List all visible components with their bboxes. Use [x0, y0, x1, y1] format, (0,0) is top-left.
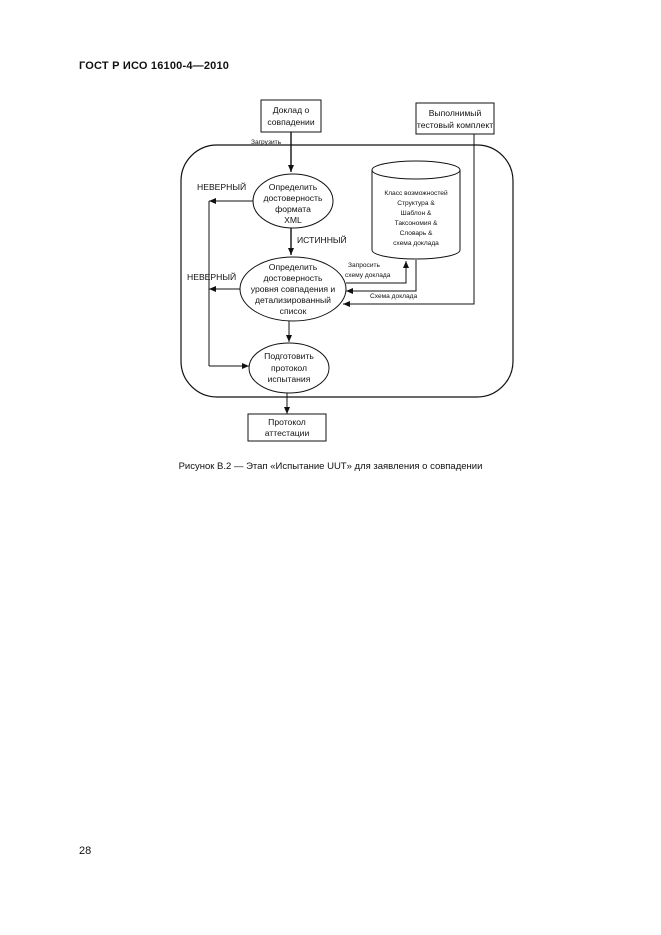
node-level-line-2: достоверность — [264, 273, 323, 283]
system-boundary — [180, 144, 514, 398]
page-number: 28 — [79, 845, 92, 857]
test-kit-line-2: тестовый комплект — [417, 120, 493, 130]
node-prepare-protocol — [248, 342, 330, 394]
node-xml-line-3: формата — [275, 204, 311, 214]
false-label-1: НЕВЕРНЫЙ — [197, 181, 246, 192]
node-protocol-line-2: протокол — [271, 363, 307, 373]
output-line-2: аттестации — [265, 428, 310, 438]
report-box-line-1: Доклад о — [273, 105, 310, 115]
figure-caption: Рисунок B.2 — Этап «Испытание UUT» для з… — [178, 461, 483, 472]
node-protocol-line-1: Подготовить — [264, 351, 314, 361]
request-schema-line-2: схему доклада — [345, 272, 391, 279]
test-kit-box — [415, 102, 495, 135]
node-protocol-line-3: испытания — [268, 374, 311, 384]
report-schema-label: Схема доклада — [370, 293, 418, 300]
false-label-2: НЕВЕРНЫЙ — [187, 271, 236, 282]
output-line-1: Протокол — [268, 417, 306, 427]
report-box-line-2: совпадении — [267, 117, 315, 127]
report-box — [260, 99, 322, 133]
load-label: Загрузить — [251, 139, 282, 146]
db-response-arrow — [346, 260, 417, 294]
db-line-5: Словарь & — [400, 230, 433, 237]
node-level-line-4: детализированный — [255, 295, 331, 305]
document-header: ГОСТ Р ИСО 16100-4—2010 — [79, 60, 230, 72]
db-line-6: схема доклада — [393, 240, 439, 247]
database-cylinder-top — [371, 160, 461, 180]
report-schema-arrow — [343, 134, 475, 307]
node-level-line-1: Определить — [269, 262, 318, 272]
node-xml-line-4: XML — [284, 215, 302, 225]
node-level-line-3: уровня совпадения и — [251, 284, 336, 294]
db-line-3: Шаблон & — [401, 209, 432, 217]
request-schema-arrow — [346, 261, 409, 284]
certification-protocol-box — [247, 413, 327, 442]
node-xml-line-2: достоверность — [264, 193, 323, 203]
request-schema-line-1: Запросить — [348, 262, 381, 269]
db-line-4: Таксономия & — [395, 220, 438, 227]
db-line-1: Класс возможностей — [384, 189, 448, 197]
database-cylinder — [371, 170, 461, 260]
test-kit-line-1: Выполнимый — [429, 108, 482, 118]
db-line-2: Структура & — [397, 200, 435, 207]
node-xml-line-1: Определить — [269, 182, 318, 192]
true-label: ИСТИННЫЙ — [297, 234, 347, 245]
node-level-line-5: список — [280, 306, 307, 316]
